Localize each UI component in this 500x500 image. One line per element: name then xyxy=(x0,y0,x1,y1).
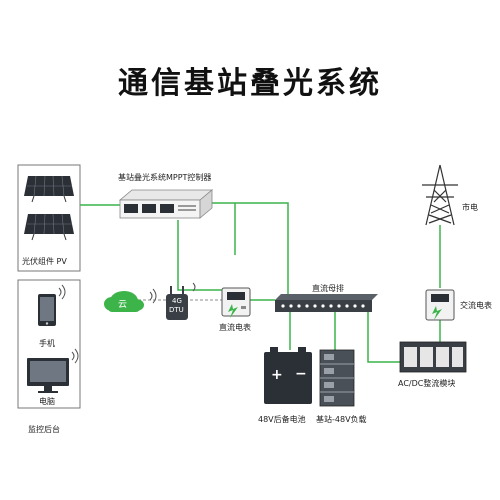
dtu-label-1: 4G xyxy=(172,297,182,305)
signal-icon xyxy=(149,282,196,304)
solar-panel-icon xyxy=(24,213,74,241)
cloud-label: 云 xyxy=(118,300,128,310)
battery-label: 48V后备电池 xyxy=(258,415,306,424)
phone-icon xyxy=(38,284,66,326)
monitor-label: 监控后台 xyxy=(28,425,60,434)
load-label: 基站-48V负载 xyxy=(316,415,367,424)
comm-links xyxy=(138,299,222,301)
rectifier-icon xyxy=(399,341,467,373)
rectifier-label: AC/DC整流模块 xyxy=(398,379,456,388)
dc-meter-label: 直流电表 xyxy=(219,323,251,332)
dtu-icon xyxy=(166,286,188,320)
cloud-icon xyxy=(104,291,144,312)
controller-label: 基站叠光系统MPPT控制器 xyxy=(118,173,212,182)
pv-label: 光伏组件 PV xyxy=(22,257,67,266)
dc-bus-label: 直流母排 xyxy=(312,284,344,293)
load-icon xyxy=(319,349,355,407)
battery-minus: − xyxy=(295,366,307,382)
computer-icon xyxy=(27,348,79,393)
dc-meter-icon xyxy=(221,287,251,318)
monitor-frame xyxy=(17,279,81,409)
battery-icon xyxy=(264,347,312,404)
grid-label: 市电 xyxy=(462,203,478,212)
mppt-controller-icon xyxy=(118,189,214,219)
power-tower-icon xyxy=(422,164,458,226)
power-wiring xyxy=(80,202,441,363)
dtu-label-2: DTU xyxy=(169,306,184,314)
computer-label: 电脑 xyxy=(39,397,55,406)
phone-label: 手机 xyxy=(39,339,55,348)
ac-meter-label: 交流电表 xyxy=(460,301,492,310)
dc-busbar-icon xyxy=(275,294,378,312)
solar-panel-icon xyxy=(24,175,74,203)
ac-meter-icon xyxy=(425,289,455,321)
page-title: 通信基站叠光系统 xyxy=(118,66,382,101)
battery-plus: + xyxy=(271,367,283,383)
